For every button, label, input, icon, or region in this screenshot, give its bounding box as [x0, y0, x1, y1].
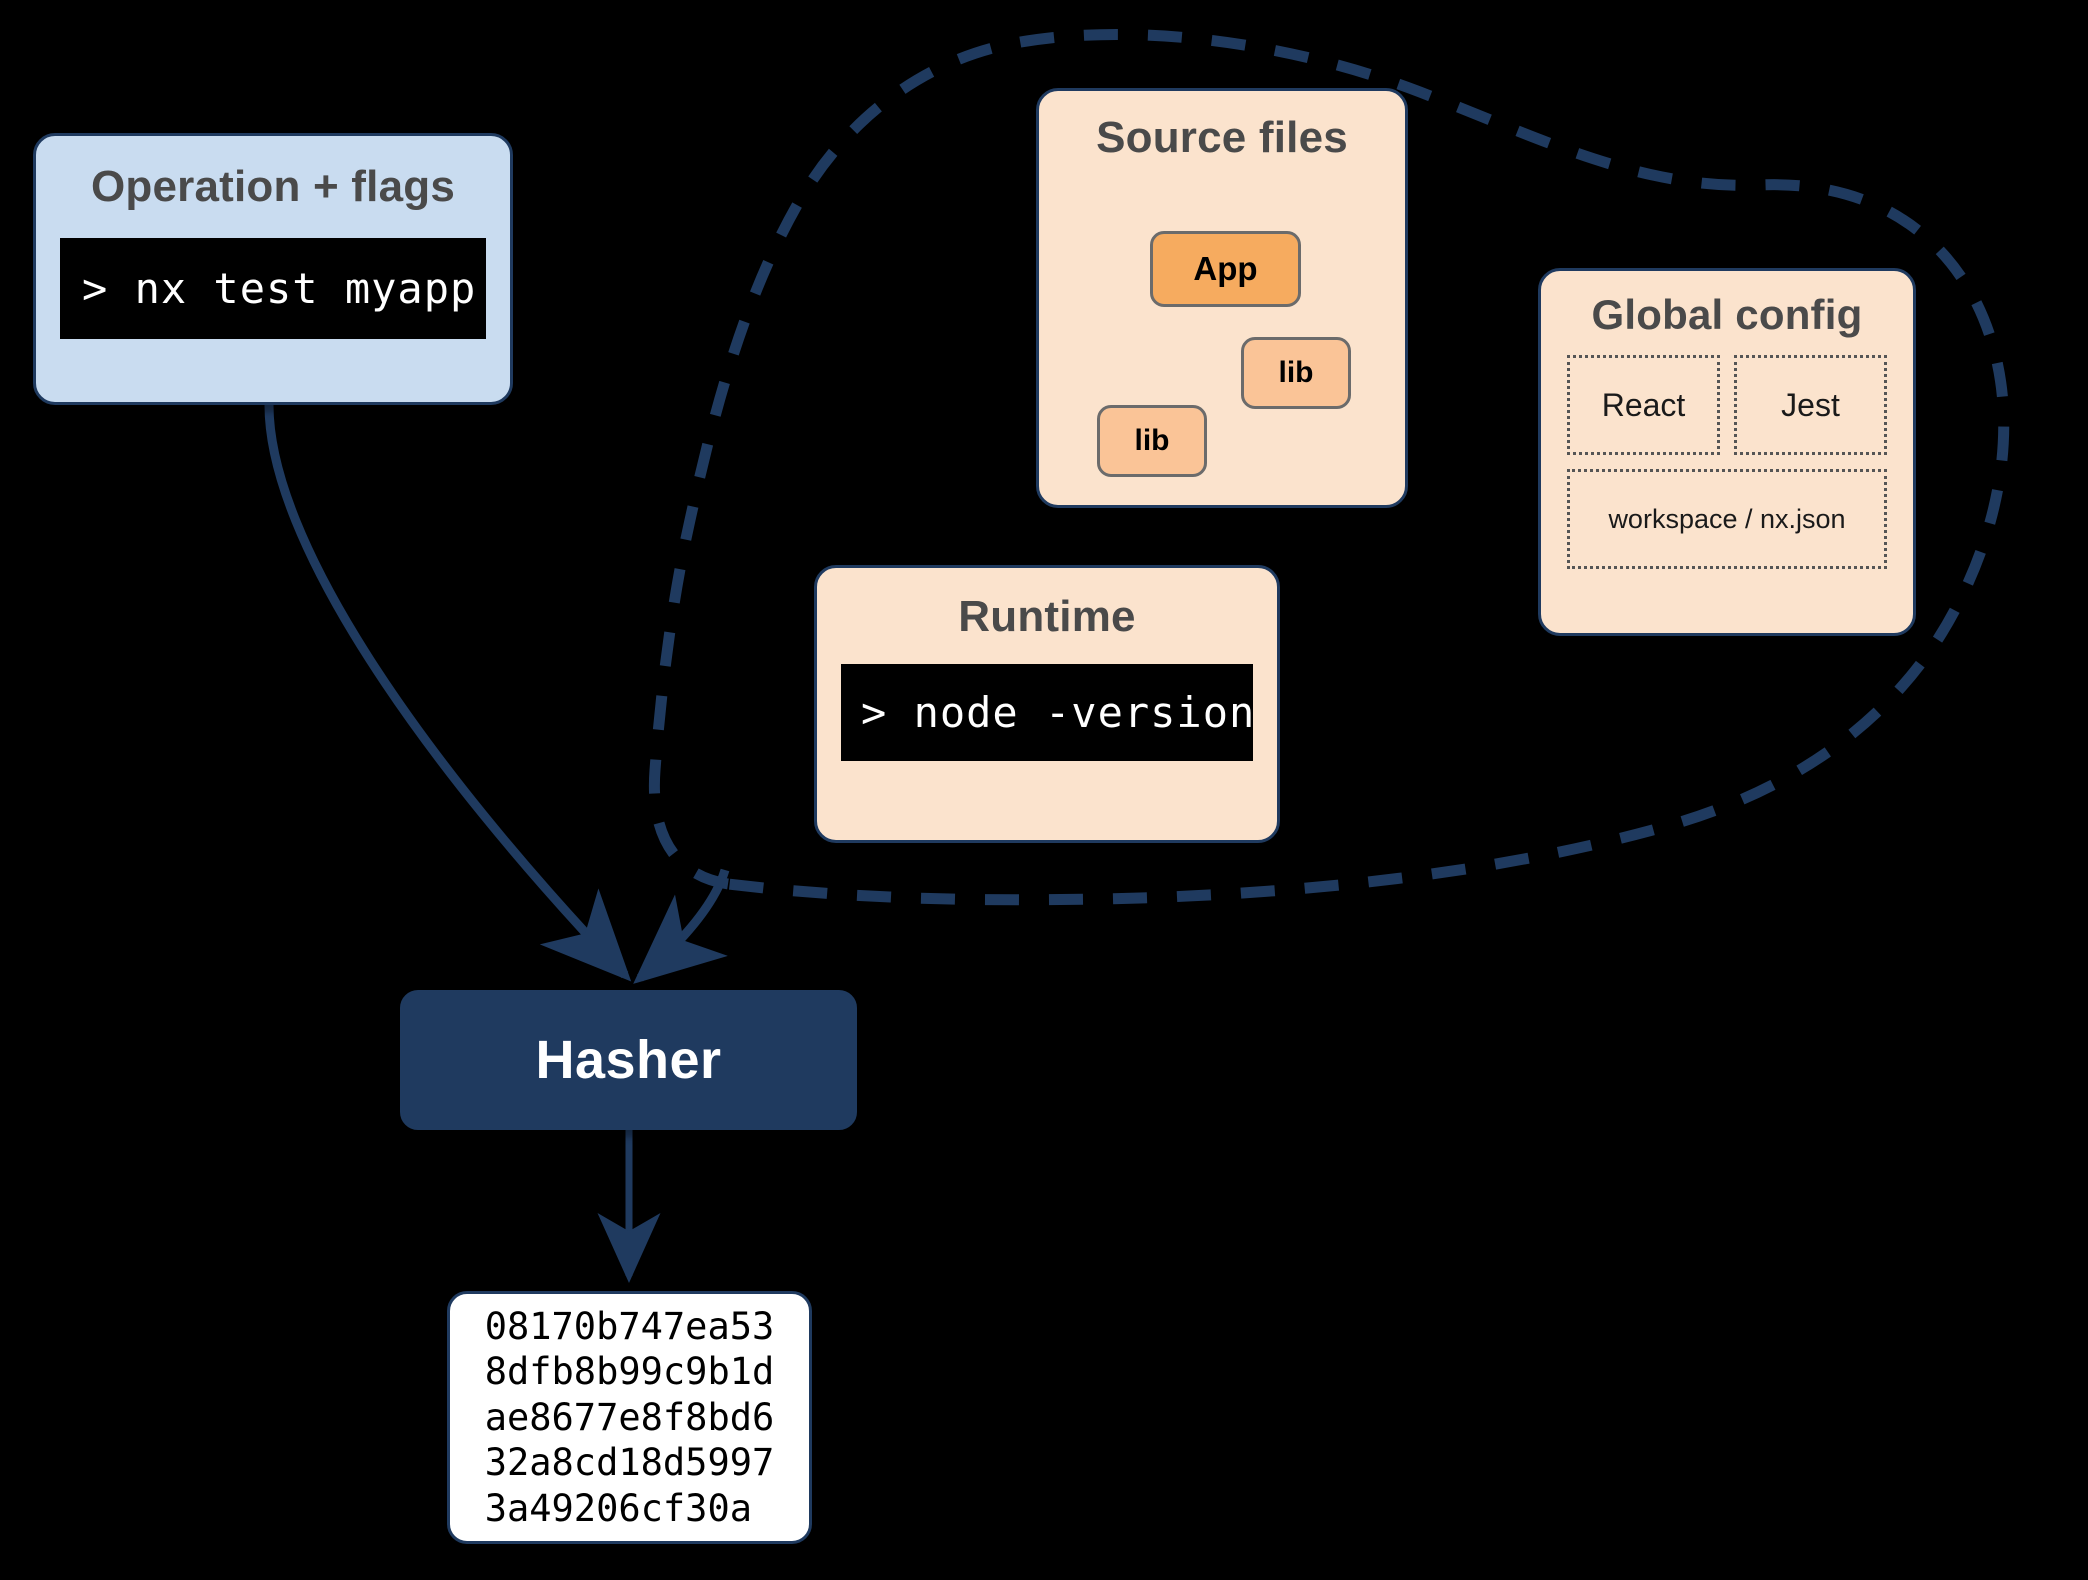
config-cell-jest: Jest — [1734, 355, 1887, 455]
graph-node-app: App — [1150, 231, 1301, 307]
hash-output-value: 08170b747ea53 8dfb8b99c9b1d ae8677e8f8bd… — [484, 1304, 775, 1530]
global-config-grid: React Jest workspace / nx.json — [1567, 355, 1887, 569]
hasher-label: Hasher — [535, 1030, 722, 1090]
config-cell-workspace-nxjson: workspace / nx.json — [1567, 469, 1887, 569]
operation-flags-title: Operation + flags — [90, 162, 456, 211]
graph-node-lib-left: lib — [1097, 405, 1207, 477]
config-cell-react: React — [1567, 355, 1720, 455]
global-config-card: Global config React Jest workspace / nx.… — [1538, 268, 1916, 636]
global-config-title: Global config — [1591, 291, 1863, 338]
runtime-title: Runtime — [958, 592, 1136, 641]
hash-output-card: 08170b747ea53 8dfb8b99c9b1d ae8677e8f8bd… — [447, 1291, 812, 1544]
graph-node-lib-right: lib — [1241, 337, 1351, 409]
runtime-command-terminal: > node -version — [841, 664, 1254, 761]
operation-command-terminal: > nx test myapp — [60, 238, 486, 339]
edge-operation-to-hasher — [264, 404, 632, 982]
source-files-dependency-graph: App lib lib — [1039, 171, 1411, 477]
source-files-card: Source files App lib lib — [1036, 88, 1408, 508]
hasher-node: Hasher — [400, 990, 857, 1130]
edge-inputs-to-hasher — [633, 868, 730, 984]
source-files-title: Source files — [1096, 113, 1348, 162]
runtime-card: Runtime > node -version — [814, 565, 1280, 843]
operation-flags-card: Operation + flags > nx test myapp — [33, 133, 513, 405]
